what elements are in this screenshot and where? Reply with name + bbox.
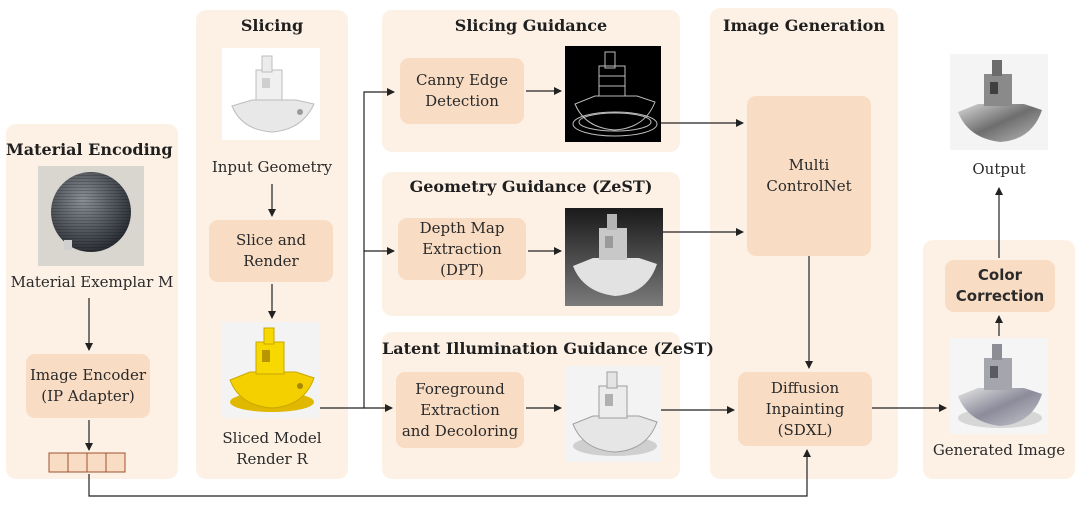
foreground-extraction-box: Foreground Extraction and Decoloring — [396, 372, 524, 448]
material-exemplar-label: Material Exemplar M — [10, 273, 174, 291]
diffusion-inpainting-box: Diffusion Inpainting (SDXL) — [738, 372, 872, 446]
depth-map-image — [565, 208, 663, 306]
sliced-model-render-image — [222, 322, 320, 418]
depth-map-extraction-box: Depth Map Extraction (DPT) — [398, 218, 526, 280]
output-image — [950, 54, 1048, 150]
image-encoder-box: Image Encoder (IP Adapter) — [26, 354, 150, 418]
foreground-decolored-image — [565, 366, 661, 462]
output-label: Output — [972, 160, 1026, 178]
material-encoding-title: Material Encoding — [6, 140, 173, 159]
color-correction-box: Color Correction — [945, 260, 1055, 312]
material-exemplar-image — [38, 166, 144, 266]
generated-image — [950, 338, 1048, 434]
embedding-vector — [48, 452, 126, 473]
canny-edge-detection-box: Canny Edge Detection — [400, 58, 524, 124]
slicing-guidance-title: Slicing Guidance — [454, 16, 608, 35]
image-generation-title: Image Generation — [723, 16, 885, 35]
input-geometry-label: Input Geometry — [211, 158, 333, 176]
sliced-model-render-label: Sliced Model Render R — [222, 429, 322, 468]
latent-illumination-guidance-title: Latent Illumination Guidance (ZeST) — [382, 339, 714, 358]
generated-image-label: Generated Image — [932, 441, 1066, 459]
geometry-guidance-title: Geometry Guidance (ZeST) — [409, 177, 653, 196]
canny-edge-image — [565, 46, 661, 142]
slicing-title: Slicing — [240, 16, 304, 35]
input-geometry-image — [222, 48, 320, 140]
multi-controlnet-box: Multi ControlNet — [747, 96, 871, 256]
slice-and-render-box: Slice and Render — [209, 220, 333, 282]
